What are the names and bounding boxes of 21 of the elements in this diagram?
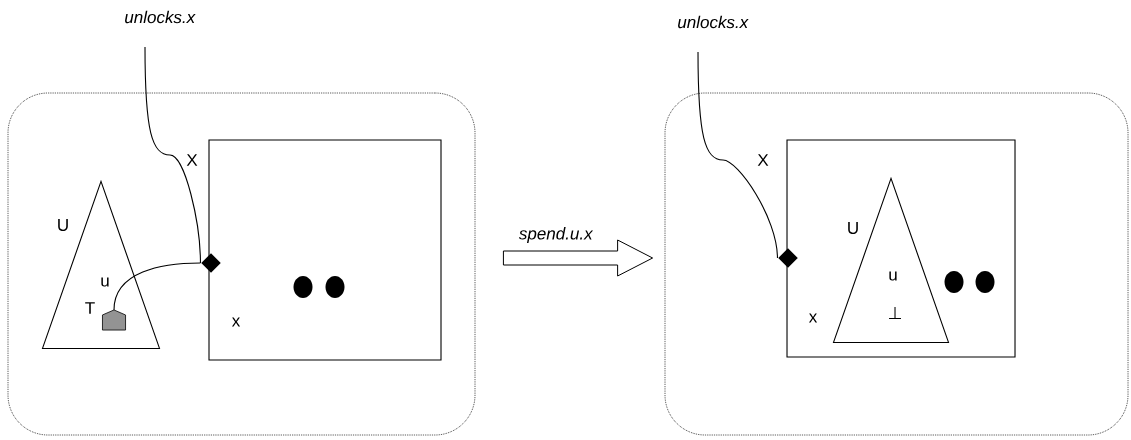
diamond-port xyxy=(778,248,798,268)
node-label: T xyxy=(85,302,95,314)
text-label: unlocks.x xyxy=(678,15,749,29)
diamond-port xyxy=(201,253,221,273)
text-label: unlocks.x xyxy=(125,10,196,24)
node-label: u xyxy=(889,271,897,281)
node-label: u xyxy=(101,277,109,287)
node-label: x xyxy=(231,317,241,327)
edge-label: spend.u.x xyxy=(518,227,594,243)
rounded-panel xyxy=(7,92,476,436)
connector-line xyxy=(697,51,778,259)
node-label: U xyxy=(58,219,68,231)
connector-line xyxy=(144,46,201,264)
node-label: U xyxy=(848,222,858,234)
node-label: ⊥ xyxy=(889,307,901,319)
connector-line xyxy=(113,262,201,311)
node-label: x xyxy=(808,313,818,323)
rounded-panel xyxy=(664,92,1129,436)
edge-label: X xyxy=(186,154,198,166)
edge-label: X xyxy=(757,154,769,166)
block-arrow xyxy=(502,239,654,277)
